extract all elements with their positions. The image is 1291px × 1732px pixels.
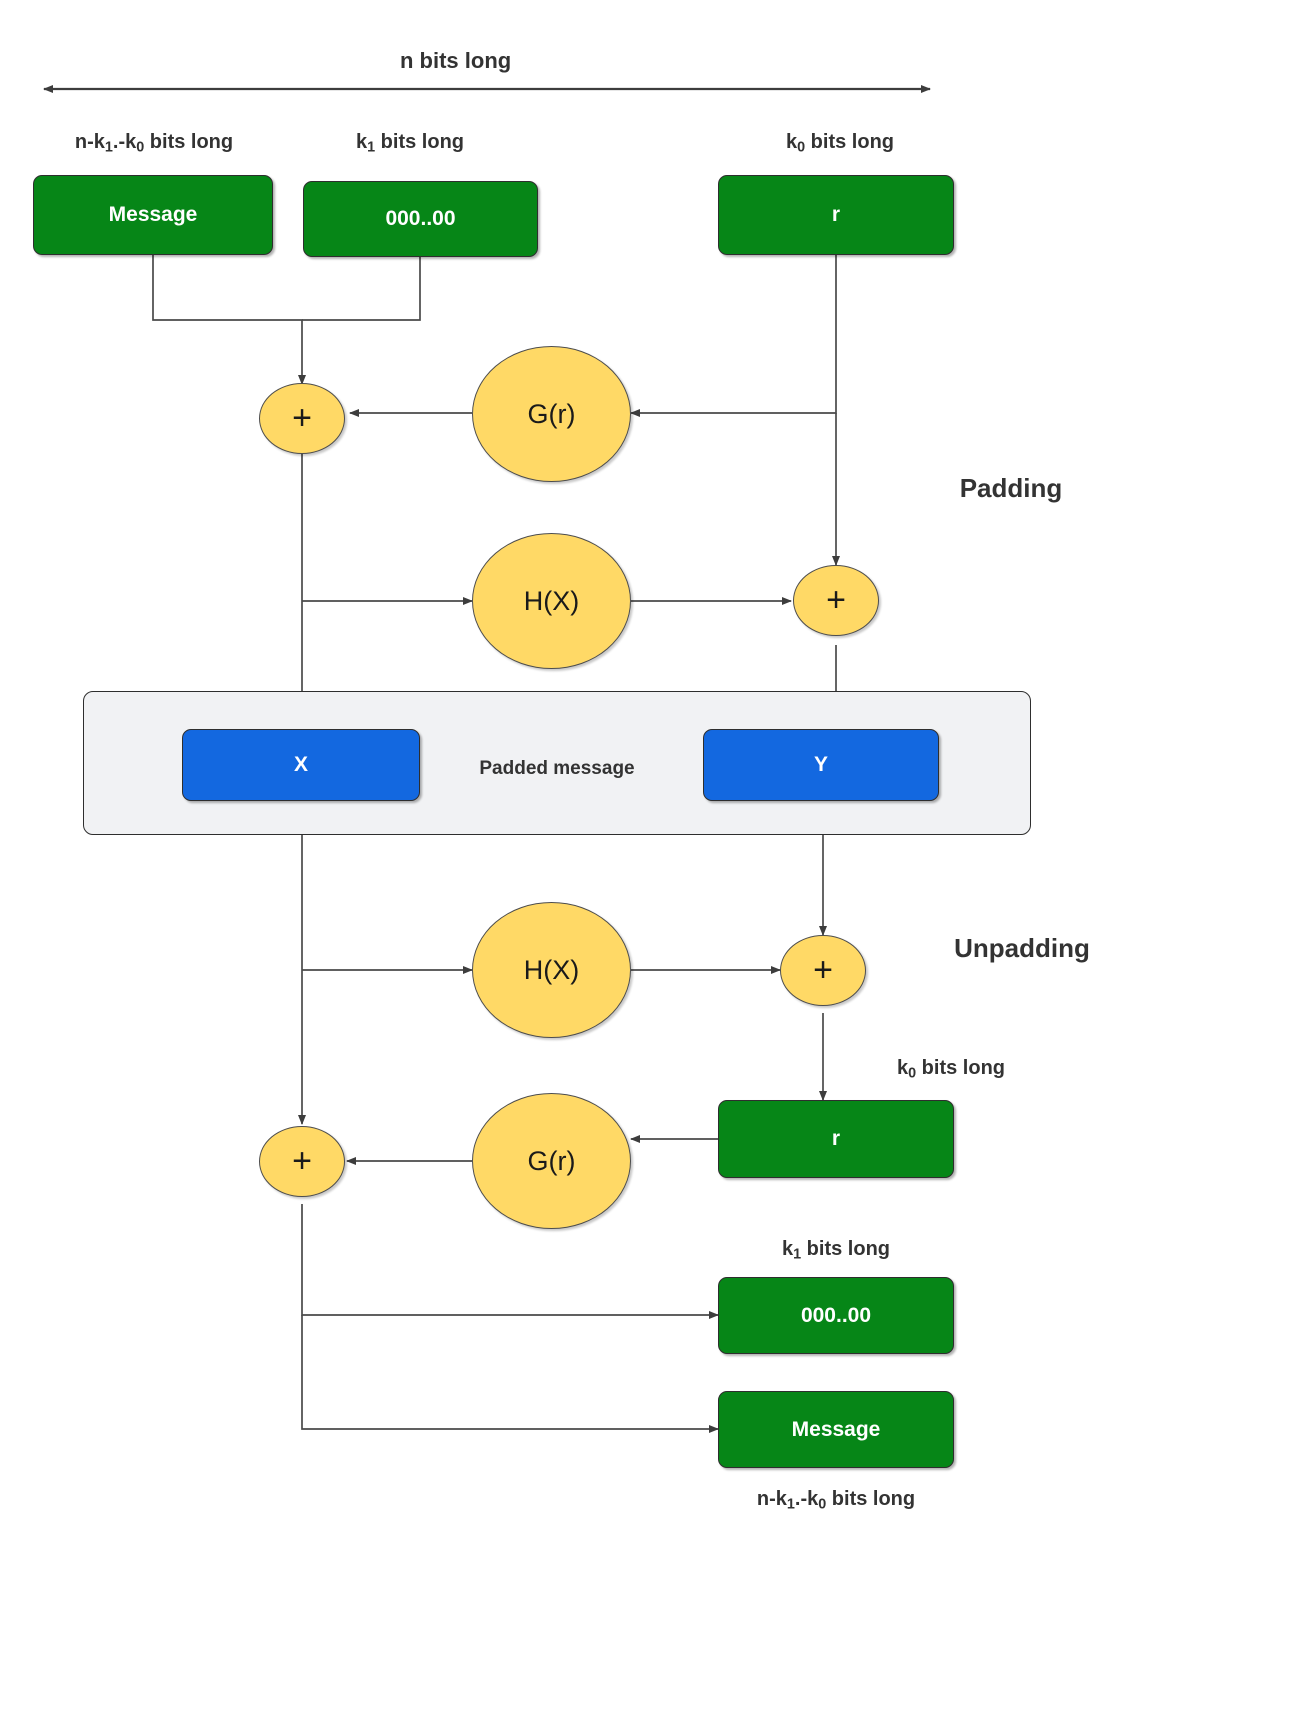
box-y[interactable]: Y	[703, 729, 939, 801]
caption-r-bits-text: k0 bits long	[785, 131, 895, 156]
caption-r-bits-bottom: k0 bits long	[897, 1057, 1005, 1082]
caption-message-bits-bottom-text: n-k1.-k0 bits long	[756, 1488, 916, 1513]
circle-xor-top-right[interactable]: +	[793, 565, 879, 636]
circle-h-bottom[interactable]: H(X)	[472, 902, 631, 1038]
section-title-padding: Padding	[959, 473, 1063, 503]
edge-xor4-to-zeros2	[301, 1204, 719, 1319]
caption-zeros-bits-bottom: k1 bits long	[782, 1238, 890, 1263]
box-zeros-bottom[interactable]: 000..00	[718, 1277, 954, 1354]
caption-r-bits: k0 bits long	[786, 131, 894, 156]
edge-xor4-to-message2	[301, 1315, 719, 1433]
caption-zeros-bits: k1 bits long	[356, 131, 464, 156]
box-r-top[interactable]: r	[718, 175, 954, 255]
label-padded-message: Padded message	[479, 758, 635, 779]
box-zeros-top[interactable]: 000..00	[303, 181, 538, 257]
edge-zeros-to-xor1	[302, 257, 421, 321]
circle-xor-bottom-left[interactable]: +	[259, 1126, 345, 1197]
circle-xor-top-left[interactable]: +	[259, 383, 345, 454]
caption-n-bits: n bits long	[400, 48, 512, 73]
box-r-bottom[interactable]: r	[718, 1100, 954, 1178]
caption-message-bits-text: n-k1.-k0 bits long	[74, 131, 234, 156]
caption-message-bits: n-k1.-k0 bits long	[75, 131, 233, 156]
caption-zeros-bits-bottom-text: k1 bits long	[781, 1238, 891, 1263]
circle-h-top[interactable]: H(X)	[472, 533, 631, 669]
edge-message-to-xor1	[152, 255, 306, 385]
section-title-unpadding: Unpadding	[954, 933, 1090, 963]
caption-r-bits-bottom-text: k0 bits long	[896, 1057, 1006, 1082]
box-message-top[interactable]: Message	[33, 175, 273, 255]
circle-g-bottom[interactable]: G(r)	[472, 1093, 631, 1229]
box-x[interactable]: X	[182, 729, 420, 801]
circle-g-top[interactable]: G(r)	[472, 346, 631, 482]
caption-zeros-bits-text: k1 bits long	[355, 131, 465, 156]
circle-xor-bottom-right[interactable]: +	[780, 935, 866, 1006]
box-message-bottom[interactable]: Message	[718, 1391, 954, 1468]
edge-r-to-g	[630, 255, 837, 417]
caption-message-bits-bottom: n-k1.-k0 bits long	[757, 1488, 915, 1513]
